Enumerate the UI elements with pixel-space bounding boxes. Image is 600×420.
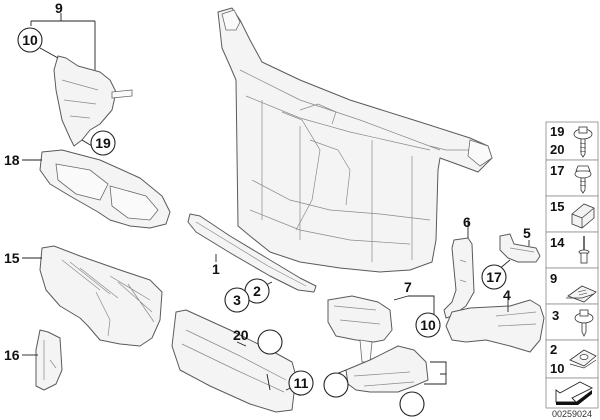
label-16: 20 xyxy=(233,327,249,343)
svg-text:19: 19 xyxy=(550,124,564,139)
callout-2: 2 xyxy=(244,278,270,304)
svg-text:14: 14 xyxy=(550,235,565,250)
frame-13 xyxy=(39,149,171,229)
label-4: 4 xyxy=(503,287,511,303)
collar-screw-icon xyxy=(573,126,593,158)
circled-labels: 10 19 2 3 11 10 17 xyxy=(17,27,507,417)
label-5: 5 xyxy=(523,225,531,241)
svg-text:10: 10 xyxy=(420,317,436,333)
callout-19 xyxy=(399,391,425,417)
lower-duct-16 xyxy=(171,309,297,413)
clip-icon xyxy=(571,203,595,229)
svg-text:20: 20 xyxy=(550,142,564,157)
svg-text:9: 9 xyxy=(550,271,557,286)
air-guide-12 xyxy=(35,329,63,391)
svg-text:17: 17 xyxy=(486,269,502,285)
part-labels: 9 18 15 16 1 20 7 6 5 4 xyxy=(4,0,531,363)
air-duct-18 xyxy=(345,345,429,393)
svg-text:10: 10 xyxy=(22,32,38,48)
legend-row-9: 9 xyxy=(550,271,597,303)
label-13: 18 xyxy=(4,152,20,168)
svg-text:11: 11 xyxy=(294,375,309,391)
leader-lines xyxy=(22,13,530,396)
label-8: 9 xyxy=(55,0,63,16)
label-1: 1 xyxy=(212,261,220,277)
air-guide-8 xyxy=(53,55,133,147)
callout-3: 3 xyxy=(224,287,250,313)
callout-17 xyxy=(257,329,283,355)
hardware-legend: 19 20 17 15 xyxy=(545,121,599,419)
callout-15: 19 xyxy=(90,130,116,156)
legend-row-17: 17 xyxy=(550,163,592,194)
label-12: 16 xyxy=(4,347,20,363)
legend-row-3: 3 xyxy=(552,308,594,337)
label-11: 15 xyxy=(4,250,20,266)
drawing-code: 00259024 xyxy=(552,409,592,419)
air-duct-right-4 xyxy=(445,299,545,353)
rivet-icon xyxy=(578,236,590,264)
callout-10-lower: 11 xyxy=(288,370,314,396)
direction-arrow-icon xyxy=(555,381,594,405)
hex-screw-icon xyxy=(574,165,592,194)
callout-9: 10 xyxy=(17,27,43,53)
svg-text:10: 10 xyxy=(550,361,564,376)
bracket-bar-1 xyxy=(187,213,317,293)
svg-text:19: 19 xyxy=(95,135,111,151)
label-7: 7 xyxy=(404,279,412,295)
legend-row-2-10: 2 10 xyxy=(550,342,597,376)
svg-text:15: 15 xyxy=(550,199,564,214)
svg-text:3: 3 xyxy=(233,292,241,308)
legend-row-15: 15 xyxy=(550,199,595,229)
bracket-6 xyxy=(443,237,475,319)
bracket-5 xyxy=(499,233,541,263)
tapping-screw-icon xyxy=(574,309,594,337)
callout-14: 17 xyxy=(481,264,507,290)
legend-row-arrow xyxy=(555,381,594,405)
clip-nut-icon xyxy=(569,349,597,369)
legend-row-19-20: 19 20 xyxy=(550,124,593,158)
label-6: 6 xyxy=(463,214,471,230)
svg-text:17: 17 xyxy=(550,163,564,178)
grille-11 xyxy=(39,245,163,347)
svg-text:2: 2 xyxy=(550,342,557,357)
callout-10-upper: 10 xyxy=(415,312,441,338)
svg-text:3: 3 xyxy=(552,308,559,323)
air-duct-7 xyxy=(327,295,393,363)
spring-nut-icon xyxy=(566,285,597,303)
legend-row-14: 14 xyxy=(550,235,590,264)
radiator-support-frame xyxy=(217,7,493,273)
svg-text:2: 2 xyxy=(253,283,261,299)
callout-20 xyxy=(323,372,349,398)
